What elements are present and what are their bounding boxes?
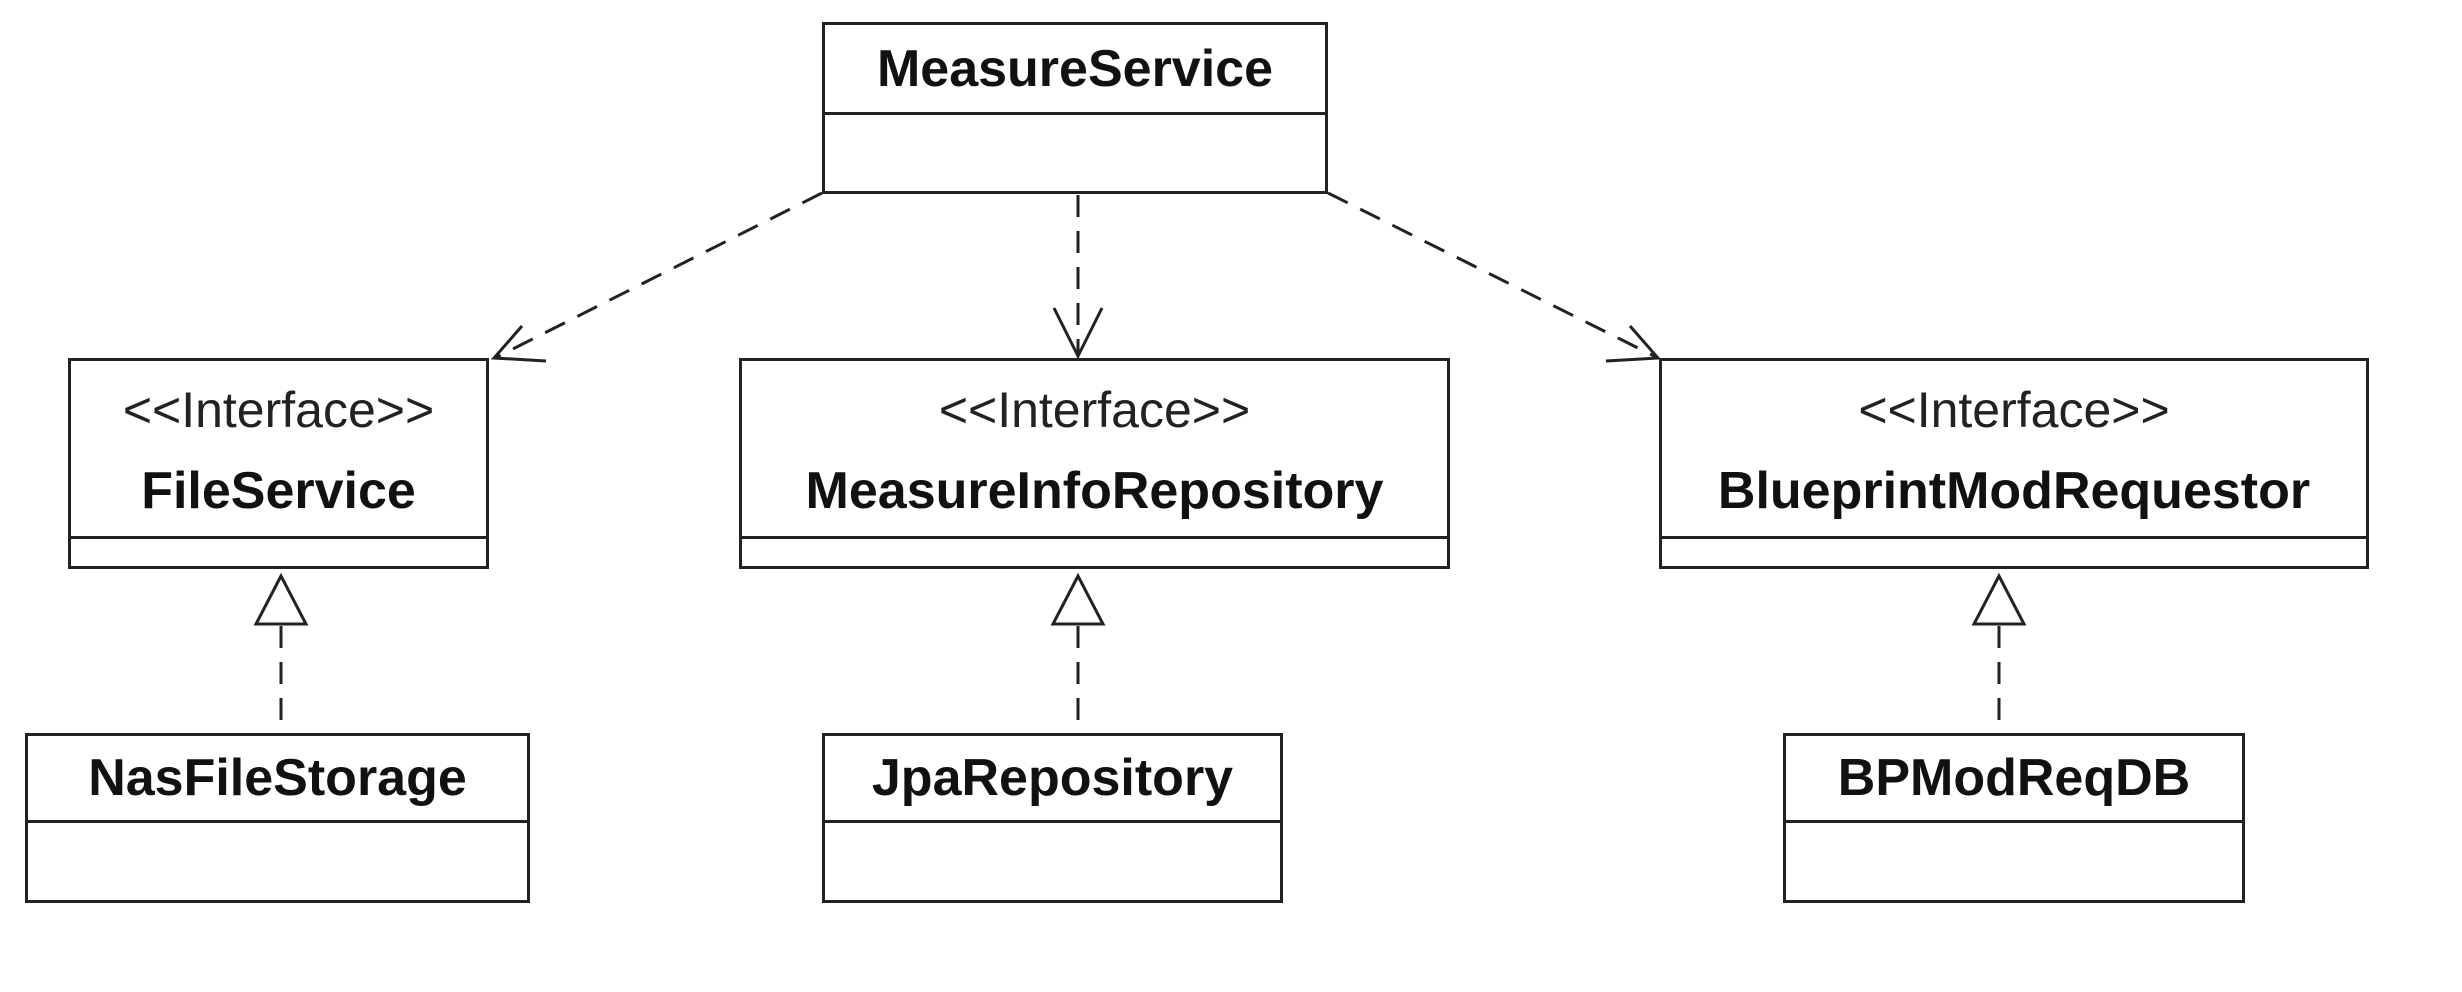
- class-attributes-compartment: [1662, 539, 2366, 566]
- class-attributes-compartment: [825, 823, 1280, 900]
- class-jpa-repository[interactable]: JpaRepository: [822, 733, 1283, 903]
- class-attributes-compartment: [825, 115, 1325, 191]
- class-name-compartment: BPModReqDB: [1786, 736, 2242, 823]
- dependency-arrowhead-measureinforepository: [1052, 307, 1104, 360]
- class-measure-service[interactable]: MeasureService: [822, 22, 1328, 194]
- stereotype-label: <<Interface>>: [938, 381, 1251, 438]
- realization-triangle-blueprintmodrequestor: [1971, 572, 2027, 626]
- class-bp-mod-req-db[interactable]: BPModReqDB: [1783, 733, 2245, 903]
- interface-blueprint-mod-requestor[interactable]: <<Interface>> BlueprintModRequestor: [1659, 358, 2369, 569]
- class-name: JpaRepository: [871, 749, 1234, 807]
- class-name: MeasureService: [876, 39, 1274, 98]
- class-name: FileService: [141, 461, 416, 520]
- dependency-line-fileservice: [494, 191, 823, 360]
- class-name: MeasureInfoRepository: [805, 461, 1384, 520]
- class-name-compartment: MeasureService: [825, 25, 1325, 115]
- class-attributes-compartment: [1786, 823, 2242, 900]
- class-attributes-compartment: [742, 539, 1447, 566]
- class-name-compartment: <<Interface>> FileService: [71, 361, 486, 539]
- dependency-arrowhead-blueprintmodrequestor: [1605, 325, 1662, 363]
- class-name: NasFileStorage: [88, 749, 467, 807]
- dependency-arrowhead-fileservice: [490, 325, 547, 363]
- class-name: BlueprintModRequestor: [1717, 461, 2311, 520]
- class-name-compartment: <<Interface>> MeasureInfoRepository: [742, 361, 1447, 539]
- stereotype-label: <<Interface>>: [122, 381, 435, 438]
- realization-triangle-fileservice: [253, 572, 309, 626]
- class-name-compartment: NasFileStorage: [28, 736, 527, 823]
- class-attributes-compartment: [28, 823, 527, 900]
- interface-measure-info-repository[interactable]: <<Interface>> MeasureInfoRepository: [739, 358, 1450, 569]
- dependency-line-blueprintmodrequestor: [1327, 191, 1659, 360]
- class-name: BPModReqDB: [1837, 749, 2191, 807]
- interface-file-service[interactable]: <<Interface>> FileService: [68, 358, 489, 569]
- stereotype-label: <<Interface>>: [1858, 381, 2170, 438]
- realization-triangle-measureinforepository: [1050, 572, 1106, 626]
- class-name-compartment: JpaRepository: [825, 736, 1280, 823]
- class-attributes-compartment: [71, 539, 486, 566]
- class-name-compartment: <<Interface>> BlueprintModRequestor: [1662, 361, 2366, 539]
- class-nas-file-storage[interactable]: NasFileStorage: [25, 733, 530, 903]
